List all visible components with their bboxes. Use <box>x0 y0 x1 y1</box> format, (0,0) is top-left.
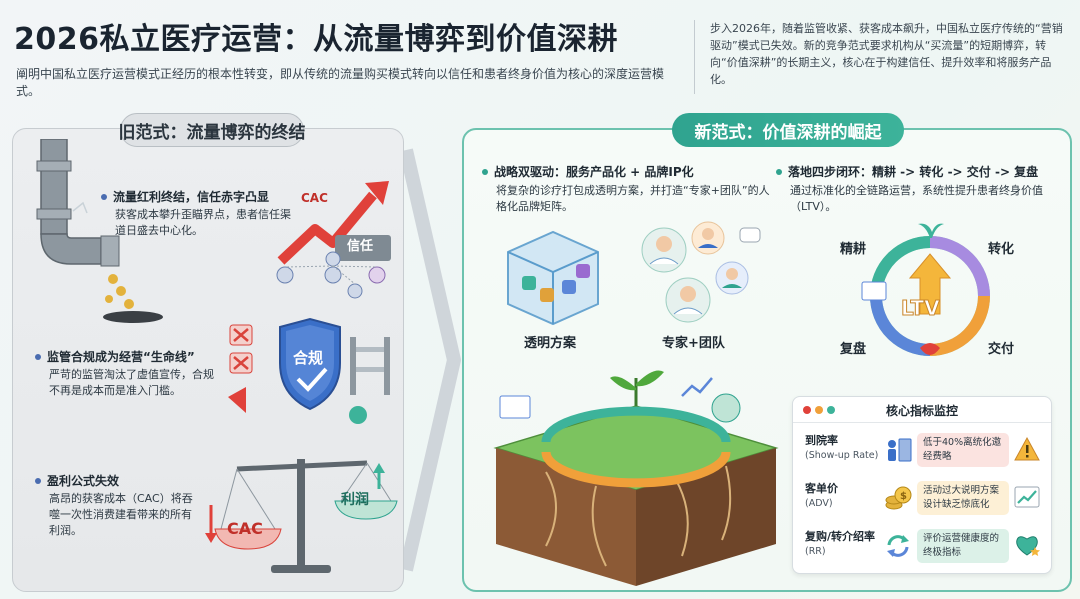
new-item-body: 将复杂的诊疗打包成透明方案，并打造“专家+团队”的人格化品牌矩阵。 <box>496 184 770 213</box>
new-item-loop: 落地四步闭环：精耕 -> 转化 -> 交付 -> 复盘 通过标准化的全链路运营，… <box>776 164 1066 215</box>
old-item-heading: 流量红利终结，信任赤字凸显 <box>113 190 270 204</box>
metric-desc: 低于40%离统化邀经费略 <box>917 433 1009 467</box>
old-item-body: 高昂的获客成本（CAC）将吞噬一次性消费建看带来的所有利润。 <box>49 492 193 537</box>
transition-arrow-icon <box>404 148 461 572</box>
old-item-body: 获客成本攀升歪瞄界点，患者信任渠道日盛去中心化。 <box>115 208 291 237</box>
metric-sub: (Show-up Rate) <box>805 450 879 461</box>
new-item-heading: 战略双驱动：服务产品化 + 品牌IP化 <box>494 165 694 179</box>
loop-step-convert: 转化 <box>988 242 1015 257</box>
bullet-icon <box>101 193 107 200</box>
heart-star-icon <box>1016 536 1040 556</box>
trend-chart-icon <box>1014 486 1040 508</box>
label-transparent-plan: 透明方案 <box>524 336 577 351</box>
person-door-icon <box>888 438 912 462</box>
old-item-heading: 监管合规成为经营“生命线” <box>47 350 195 364</box>
new-paradigm-title: 新范式：价值深耕的崛起 <box>672 113 904 147</box>
compliance-shield-icon <box>228 317 390 424</box>
metric-name: 复购/转介绍率 <box>805 530 876 543</box>
warning-icon <box>1014 436 1040 461</box>
bullet-icon <box>776 168 782 175</box>
label-expert-team: 专家+团队 <box>662 336 725 351</box>
old-paradigm-title: 旧范式：流量博弈的终结 <box>119 113 306 147</box>
metric-row-rr: 复购/转介绍率 (RR) 评价运营健康度的终极指标 <box>801 525 1045 567</box>
intro-text: 步入2026年，随着监管收紧、获客成本飙升，中国私立医疗传统的“营销驱动”模式已… <box>710 22 1063 86</box>
new-item-body: 通过标准化的全链路运营，系统性提升患者终身价值（LTV）。 <box>790 184 1043 213</box>
expert-team-icon <box>641 221 761 323</box>
bullet-icon <box>482 168 488 175</box>
cac-scale-label: CAC <box>227 519 263 538</box>
refresh-cycle-icon <box>887 535 909 557</box>
old-item-body: 严苛的监管淘汰了虚值宣传，合规不再是成本而是准入门槛。 <box>49 368 214 397</box>
metric-sub: (RR) <box>805 546 826 557</box>
ltv-loop-icon <box>861 223 990 356</box>
old-item-compliance: 监管合规成为经营“生命线” 严苛的监管淘汰了虚值宣传，合规不再是成本而是准入门槛… <box>35 349 215 399</box>
metric-desc: 评价运营健康度的终极指标 <box>917 529 1009 563</box>
compliance-label: 合规 <box>293 349 324 367</box>
metric-desc: 活动过大说明方案设计缺乏惊底化 <box>917 481 1009 515</box>
page-title: 2026私立医疗运营：从流量博弈到价值深耕 <box>14 22 618 57</box>
cac-label: CAC <box>301 191 328 205</box>
new-item-strategy: 战略双驱动：服务产品化 + 品牌IP化 将复杂的诊疗打包成透明方案，并打造“专家… <box>482 164 772 215</box>
old-item-profit: 盈利公式失效 高昂的获客成本（CAC）将吞噬一次性消费建看带来的所有利润。 <box>35 473 200 539</box>
broken-pipe-icon <box>36 139 163 323</box>
new-item-heading: 落地四步闭环：精耕 -> 转化 -> 交付 -> 复盘 <box>788 165 1039 179</box>
metrics-card-header: 核心指标监控 <box>793 397 1051 423</box>
old-paradigm-panel: 流量红利终结，信任赤字凸显 获客成本攀升歪瞄界点，患者信任渠道日盛去中心化。 C… <box>12 128 404 592</box>
bullet-icon <box>35 353 41 360</box>
trust-label: 信任 <box>347 239 374 254</box>
bullet-icon <box>35 477 41 484</box>
ltv-center-label: LTV <box>901 296 941 321</box>
balance-scale-icon <box>205 459 398 573</box>
header-divider <box>694 20 695 94</box>
window-dot-green-icon <box>827 406 835 414</box>
metrics-card: 核心指标监控 到院率 (Show-up Rate) 低于40%离统化邀经费略 客… <box>792 396 1052 574</box>
old-item-heading: 盈利公式失效 <box>47 474 120 488</box>
user-network-icon <box>276 251 386 299</box>
loop-step-refine: 精耕 <box>840 242 867 257</box>
loop-step-deliver: 交付 <box>988 342 1015 357</box>
metric-row-showup: 到院率 (Show-up Rate) 低于40%离统化邀经费略 <box>801 429 1045 471</box>
svg-text:$: $ <box>900 491 907 502</box>
metric-row-adv: 客单价 (ADV) $ 活动过大说明方案设计缺乏惊底化 <box>801 477 1045 519</box>
page-subtitle: 阐明中国私立医疗运营模式正经历的根本性转变，即从传统的流量购买模式转向以信任和患… <box>16 67 665 98</box>
cac-rising-arrow-icon <box>277 181 391 265</box>
metrics-title: 核心指标监控 <box>885 404 958 418</box>
window-dot-red-icon <box>803 406 811 414</box>
soil-roots-icon <box>493 370 779 586</box>
metric-name: 到院率 <box>805 434 838 447</box>
old-item-traffic: 流量红利终结，信任赤字凸显 获客成本攀升歪瞄界点，患者信任渠道日盛去中心化。 <box>101 189 291 239</box>
metric-name: 客单价 <box>805 482 838 495</box>
loop-step-review: 复盘 <box>840 342 867 357</box>
coins-icon: $ <box>885 486 912 510</box>
profit-label: 利润 <box>341 492 369 508</box>
metric-sub: (ADV) <box>805 498 833 509</box>
transparent-package-icon <box>507 230 599 326</box>
window-dot-yellow-icon <box>815 406 823 414</box>
